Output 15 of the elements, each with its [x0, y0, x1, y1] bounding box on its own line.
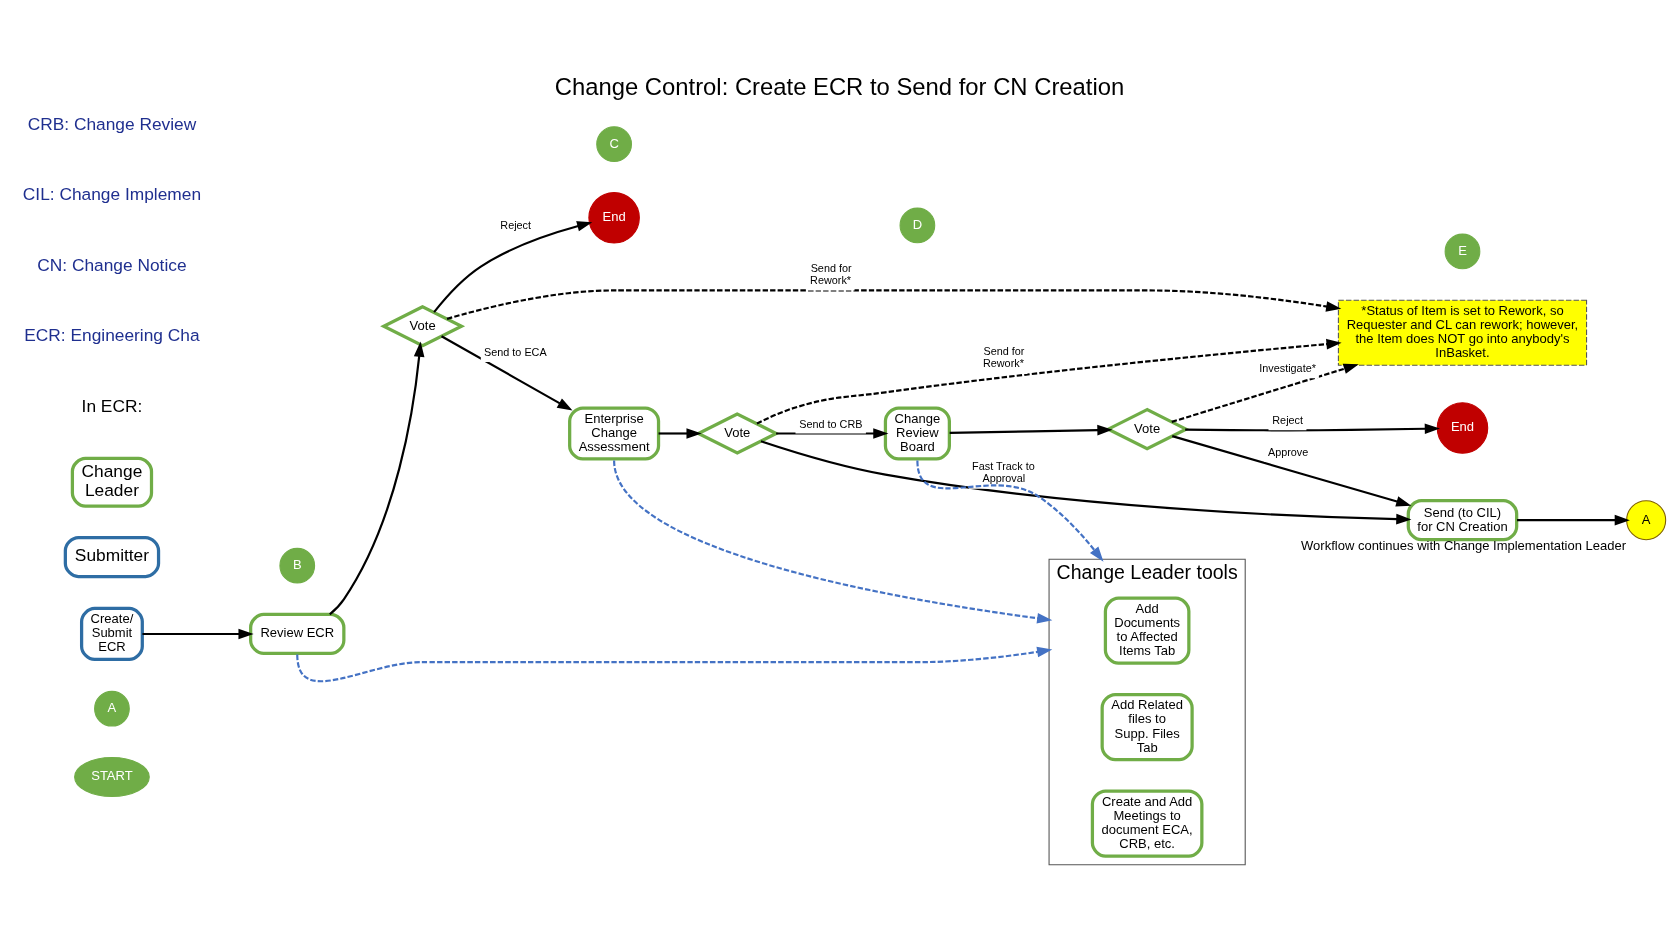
edge-label: Fast Track to Approval — [971, 459, 1035, 484]
edge-label: Reject — [499, 218, 531, 231]
label: CIL: Change Implemen — [22, 183, 201, 204]
label: In ECR: — [81, 395, 142, 416]
edge-label: Send for Rework* — [809, 261, 852, 286]
edge-label: Send for Rework* — [982, 344, 1024, 369]
label: CRB: Change Review — [27, 113, 196, 134]
label: ECR: Engineering Cha — [23, 324, 200, 345]
edge-label: Send to CRB — [798, 417, 862, 430]
diagram-title: Change Control: Create ECR to Send for CN Creation — [554, 72, 1124, 100]
edge-label: Send to ECA — [483, 345, 547, 358]
edge-label: Investigate* — [1258, 361, 1316, 374]
edge-label: Approve — [1267, 445, 1308, 458]
label: CN: Change Notice — [36, 254, 187, 275]
edge-label: Reject — [1271, 413, 1303, 426]
